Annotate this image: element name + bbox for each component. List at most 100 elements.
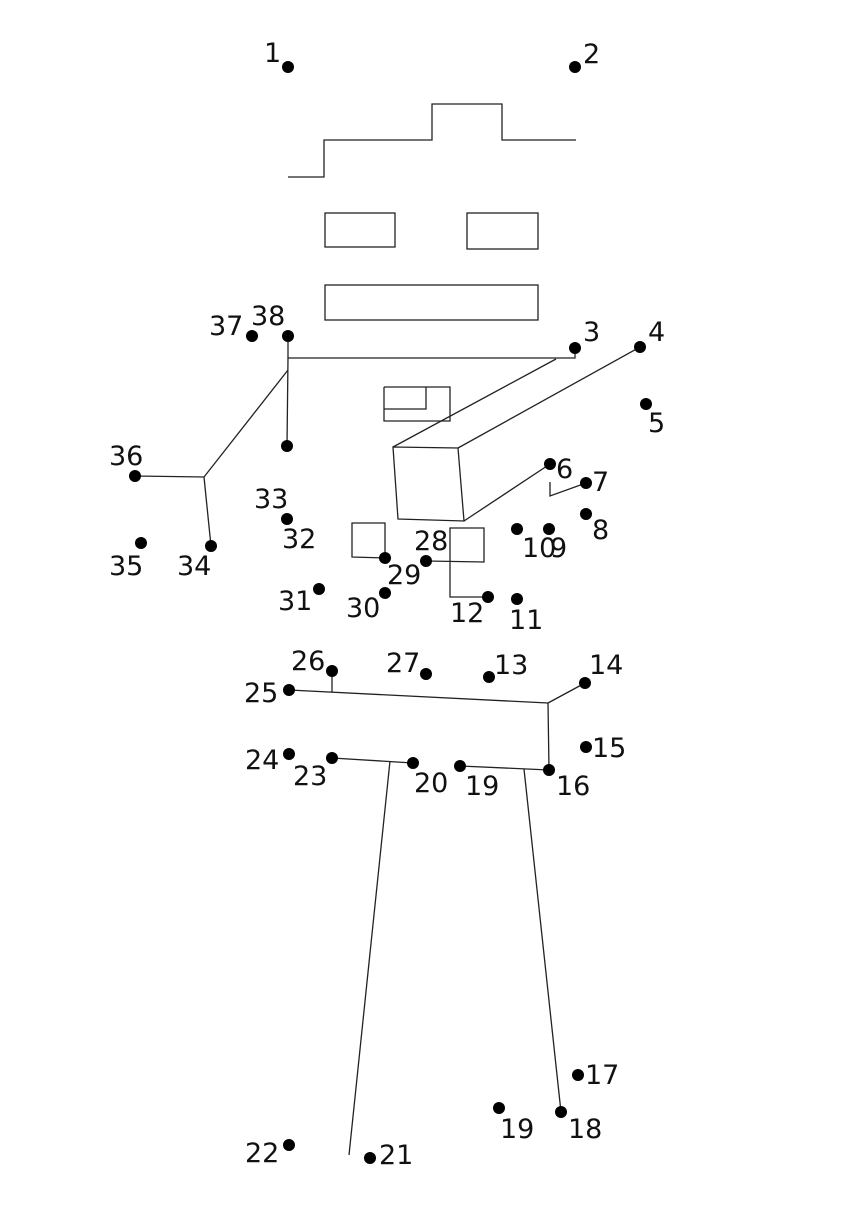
dot-label: 12 [450,598,484,629]
dot[interactable] [135,537,147,549]
dot[interactable] [281,513,293,525]
dot-label: 2 [583,39,600,70]
hand-claw [549,482,587,497]
dot[interactable] [544,458,556,470]
dot[interactable] [543,764,555,776]
dot-label: 34 [177,551,211,582]
dot[interactable] [493,1102,505,1114]
right-eye [466,212,539,250]
waist-corner [547,682,586,704]
dot[interactable] [379,587,391,599]
chest-panel-inner [384,387,427,410]
dot-label: 20 [414,768,448,799]
right-leg [523,768,562,1113]
arm-box-top [392,358,557,448]
dot[interactable] [407,757,419,769]
right-small-box [425,527,488,598]
dot[interactable] [572,1069,584,1081]
dot-label: 15 [592,733,626,764]
left-arm-lower [203,476,212,547]
waist-line [288,689,549,704]
dot-label: 27 [386,648,420,679]
head-top-outline [288,103,576,178]
dot[interactable] [282,61,294,73]
left-small-box [351,522,386,559]
neck-line [287,336,576,359]
dot-label: 9 [550,533,567,564]
dot-label: 18 [568,1114,602,1145]
dot[interactable] [420,668,432,680]
dot[interactable] [579,677,591,689]
dot-label: 31 [278,586,312,617]
dot-label: 13 [494,650,528,681]
arm-box-top2 [457,346,641,449]
dot[interactable] [482,591,494,603]
dot[interactable] [569,61,581,73]
dot-label: 19 [500,1114,534,1145]
dot[interactable] [364,1152,376,1164]
dot[interactable] [313,583,325,595]
dot[interactable] [580,477,592,489]
dot-label: 32 [282,524,316,555]
dot[interactable] [555,1106,567,1118]
dot[interactable] [283,684,295,696]
dot-label: 3 [583,317,600,348]
dot-label: 25 [244,678,278,709]
mouth [324,284,539,321]
dot-label: 24 [245,745,279,776]
dot[interactable] [281,440,293,452]
dot-label: 38 [251,301,285,332]
dot-label: 23 [293,761,327,792]
left-eye [324,212,396,248]
dot[interactable] [569,342,581,354]
dot-label: 10 [522,533,556,564]
dot-label: 7 [592,467,609,498]
dot-label: 26 [291,646,325,677]
dot[interactable] [283,1139,295,1151]
hip-right [459,765,550,771]
dot[interactable] [326,752,338,764]
hip-left [331,757,414,764]
dot-label: 33 [254,484,288,515]
dot-label: 17 [585,1060,619,1091]
dot-label: 22 [245,1138,279,1169]
arm-box-bottom [463,463,551,522]
dot-label: 16 [556,771,590,802]
dot[interactable] [326,665,338,677]
dot-label: 14 [589,650,623,681]
dot-label: 1 [264,38,281,69]
waist-right [547,702,550,771]
dot-label: 28 [414,526,448,557]
dot[interactable] [543,523,555,535]
dot[interactable] [454,760,466,772]
dot-label: 35 [109,551,143,582]
dot[interactable] [283,748,295,760]
dot-label: 19 [465,771,499,802]
dot[interactable] [246,330,258,342]
dot[interactable] [379,552,391,564]
chest-panel [383,386,451,422]
dot-label: 21 [379,1140,413,1171]
dot-label: 36 [109,441,143,472]
dot[interactable] [420,555,432,567]
dot[interactable] [580,741,592,753]
guide-lines [134,103,641,1156]
dot-label: 37 [209,311,243,342]
left-leg [348,760,391,1156]
dot[interactable] [511,523,523,535]
dot-label: 11 [509,605,543,636]
dot[interactable] [282,330,294,342]
dot-label: 4 [648,317,665,348]
dot-label: 5 [648,408,665,439]
dot[interactable] [511,593,523,605]
dot[interactable] [483,671,495,683]
dot[interactable] [640,398,652,410]
dot-label: 29 [387,560,421,591]
dot-label: 6 [556,454,573,485]
dot[interactable] [580,508,592,520]
dot[interactable] [634,341,646,353]
dot[interactable] [205,540,217,552]
dot[interactable] [129,470,141,482]
